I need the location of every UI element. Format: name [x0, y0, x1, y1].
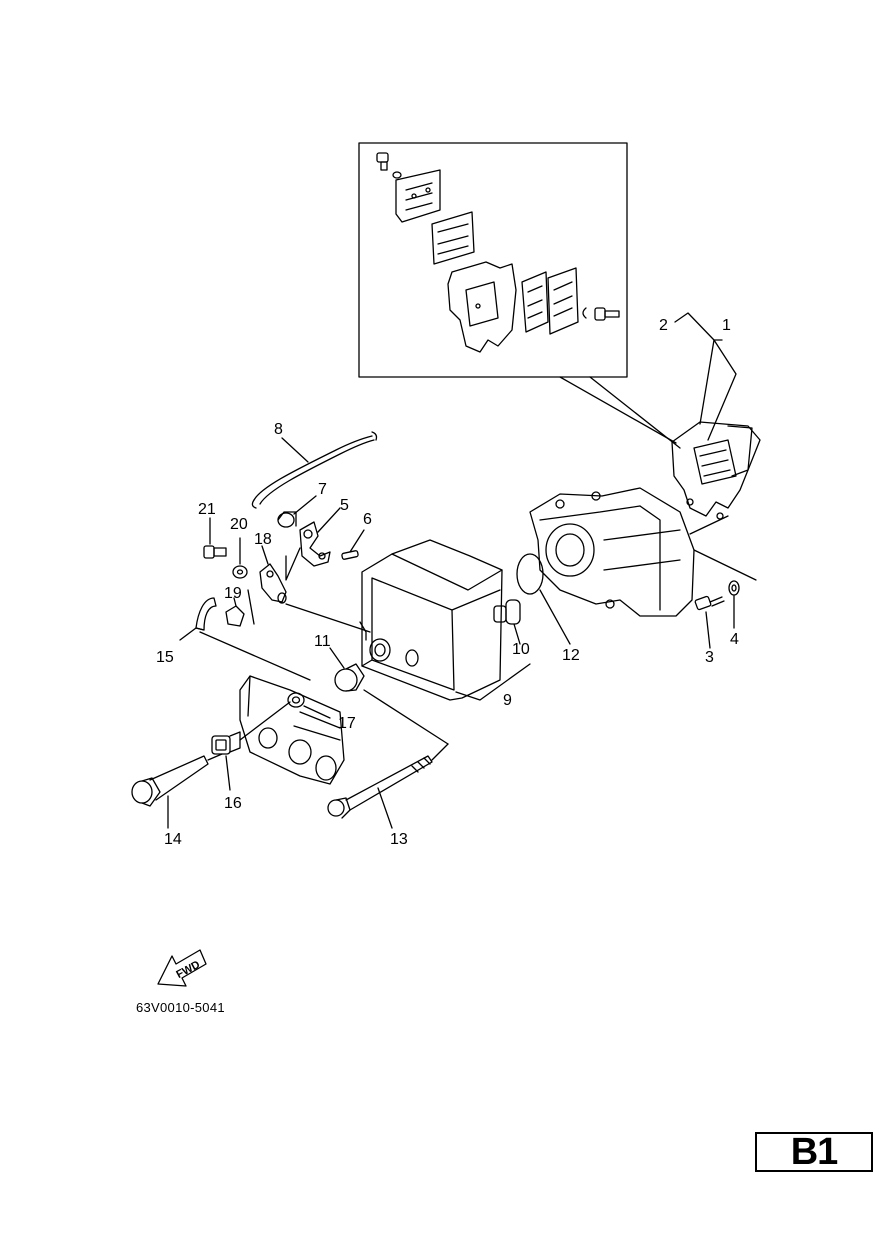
lever-18-icon	[259, 545, 371, 633]
elbow-hose-15-icon	[179, 597, 311, 681]
washer-4-icon	[728, 580, 740, 629]
callout-2: 2	[659, 317, 668, 334]
inset-detail-box	[358, 142, 681, 449]
callout-6: 6	[363, 511, 372, 528]
callout-11: 11	[314, 633, 331, 650]
callout-13: 13	[390, 831, 408, 848]
callout-8: 8	[274, 421, 283, 438]
inset-valve-body-icon	[447, 261, 517, 353]
fitting-10-icon	[493, 599, 521, 645]
silencer-9-icon	[359, 539, 531, 701]
bolt-3-icon	[694, 595, 725, 649]
pin-6-icon	[341, 529, 365, 560]
callout-7: 7	[318, 481, 327, 498]
clip-7-icon	[277, 495, 317, 528]
callout-17: 17	[338, 715, 356, 732]
callout-21: 21	[198, 501, 216, 518]
inset-screw-icon	[582, 307, 620, 321]
grommet-17-icon	[287, 692, 331, 719]
o-ring-12-icon	[516, 553, 571, 645]
callout-19: 19	[224, 585, 242, 602]
forward-arrow-icon	[157, 949, 207, 987]
callout-14: 14	[164, 831, 182, 848]
callout-16: 16	[224, 795, 242, 812]
page-label: B1	[790, 1130, 839, 1173]
callout-5: 5	[340, 497, 349, 514]
callout-15: 15	[156, 649, 174, 666]
callout-3: 3	[705, 649, 714, 666]
clip-19-icon	[225, 589, 255, 627]
carburetor-body-icon	[529, 487, 757, 617]
page-label-box: B1	[755, 1130, 873, 1173]
long-bolt-13-icon	[327, 689, 449, 829]
drawing-code: 63V0010-5041	[136, 1000, 225, 1015]
reed-valve-assembly-icon	[671, 421, 761, 520]
bracket-5-icon	[285, 507, 341, 581]
shaft-14-icon	[131, 753, 223, 829]
callout-20: 20	[230, 516, 248, 533]
callout-4: 4	[730, 631, 739, 648]
hose-8-icon	[251, 431, 378, 509]
plug-11-icon	[329, 647, 365, 692]
callout-12: 12	[562, 647, 580, 664]
screw-21-icon	[203, 517, 227, 559]
inset-stopper-plate-icon	[395, 169, 441, 223]
washer-20-icon	[232, 537, 248, 579]
inset-reed-icon	[431, 211, 475, 265]
lower-cover-panel-icon	[239, 675, 345, 785]
inset-valve-assembly-icon	[521, 267, 579, 335]
callout-10: 10	[512, 641, 530, 658]
callout-1: 1	[722, 317, 731, 334]
callout-18: 18	[254, 531, 272, 548]
callout-9: 9	[503, 692, 512, 709]
inset-bolt-icon	[376, 152, 402, 179]
knob-16-icon	[211, 701, 291, 791]
